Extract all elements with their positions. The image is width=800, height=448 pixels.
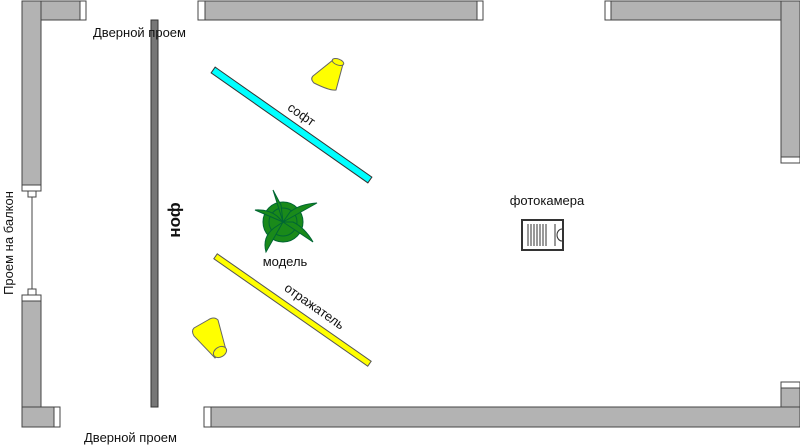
- balcony-label: Проем на балкон: [1, 191, 16, 295]
- lamp-icon: [192, 317, 228, 359]
- door-top-label: Дверной проем: [93, 25, 186, 40]
- door-bottom-label: Дверной проем: [84, 430, 177, 445]
- camera-icon: [521, 219, 564, 251]
- walls: [21, 0, 800, 428]
- camera-label: фотокамера: [510, 193, 585, 208]
- model-label: модель: [263, 254, 308, 269]
- model-plant-icon: [254, 189, 318, 254]
- backdrop: [150, 19, 159, 408]
- backdrop-label: фон: [167, 202, 186, 237]
- lamp-icon: [311, 58, 345, 91]
